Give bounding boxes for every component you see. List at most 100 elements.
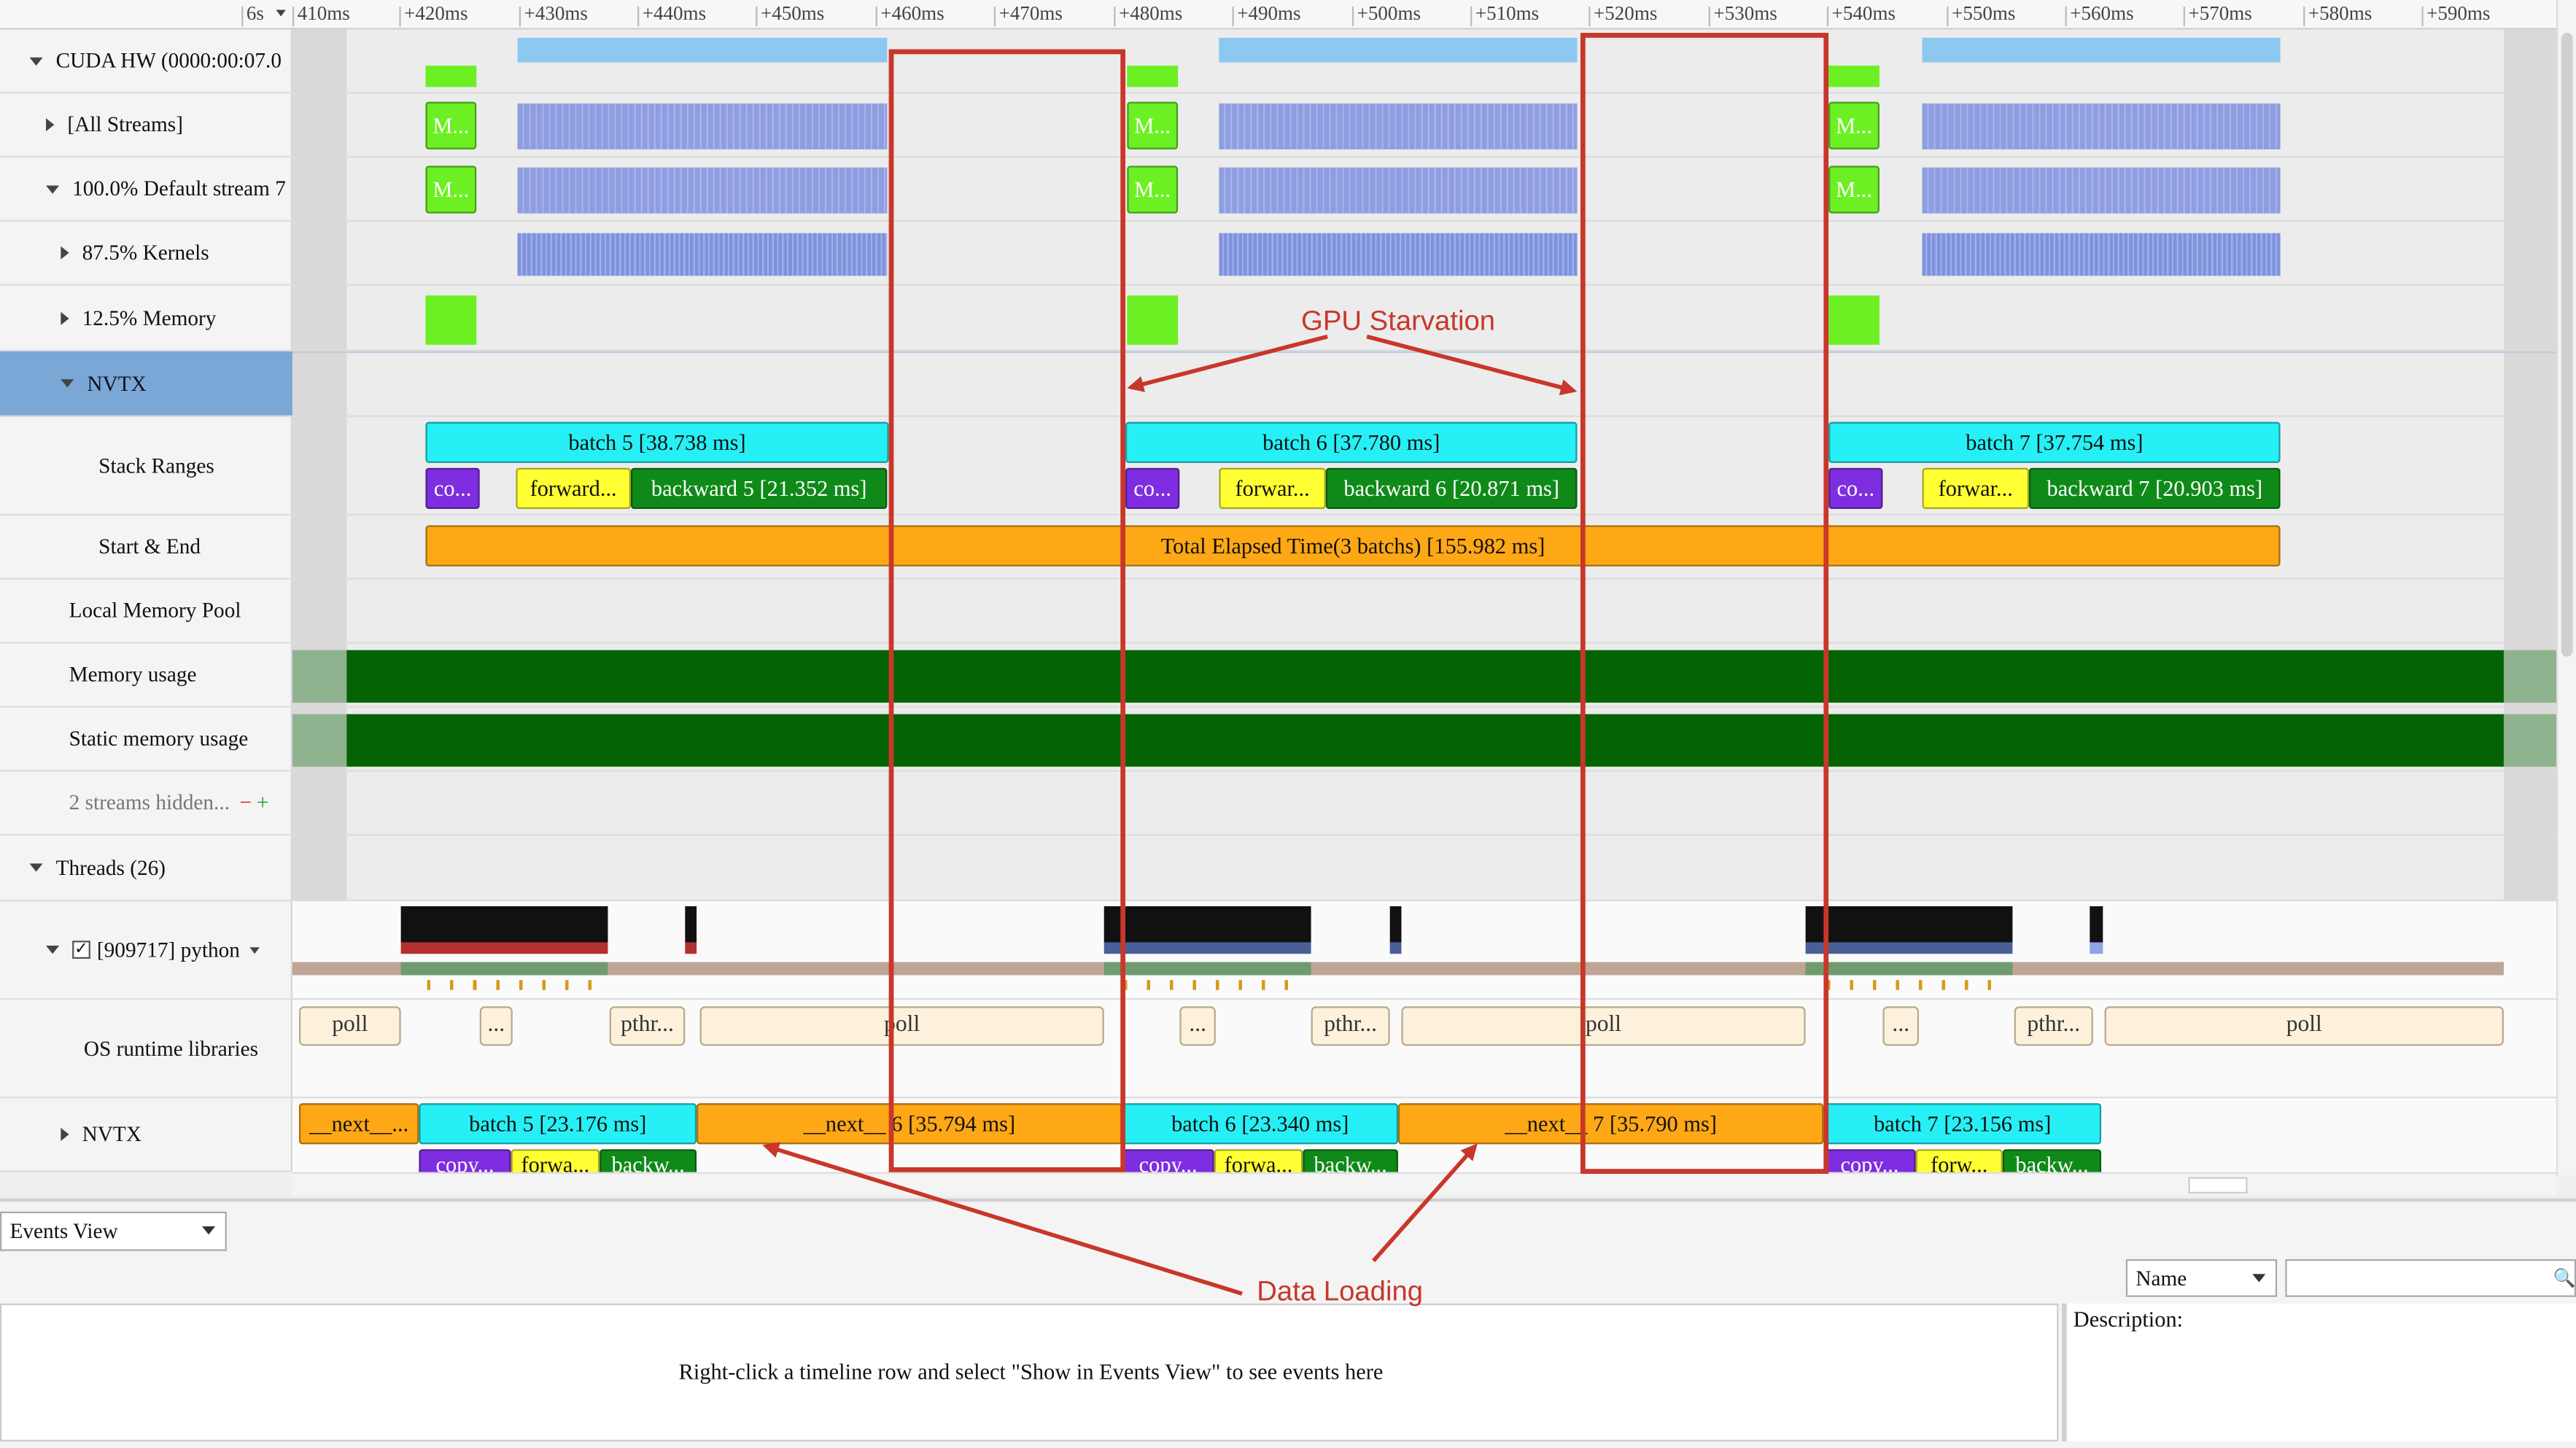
expand-icon[interactable] — [61, 246, 69, 260]
row-streams-hidden[interactable]: 2 streams hidden...−+ — [0, 771, 292, 836]
memcpy-bar[interactable]: M... — [1828, 166, 1879, 214]
nvtx-backward-range[interactable]: backward 7 [20.903 ms] — [2028, 467, 2281, 510]
row-static-memory-usage[interactable]: Static memory usage — [0, 707, 292, 772]
track-python-thread[interactable] — [292, 901, 2557, 1000]
cpu-utilization[interactable] — [400, 906, 608, 943]
os-call-bar[interactable]: pthr... — [2014, 1006, 2093, 1046]
kernels-bar[interactable] — [1922, 233, 2281, 276]
kernels-bar[interactable] — [1922, 167, 2281, 214]
nvtx-backward-range[interactable]: backw... — [1303, 1149, 1398, 1172]
track-local-memory-pool[interactable] — [292, 580, 2557, 644]
time-ruler[interactable]: 6s 410ms +420ms +430ms +440ms +450ms +46… — [0, 0, 2576, 30]
track-default-stream[interactable]: M... M... M... — [292, 157, 2557, 222]
static-memory-fill[interactable] — [346, 714, 2504, 767]
nvtx-copy-range[interactable]: copy... — [1122, 1149, 1214, 1172]
kernels-bar[interactable] — [517, 233, 888, 276]
nvtx-batch-range[interactable]: batch 6 [37.780 ms] — [1125, 421, 1578, 463]
cpu-utilization[interactable] — [1389, 906, 1402, 943]
os-call-bar[interactable]: pthr... — [609, 1006, 686, 1046]
cpu-state[interactable] — [1103, 942, 1311, 954]
thread-checkbox[interactable]: ✓ — [72, 941, 90, 959]
nvtx-batch-range[interactable]: batch 5 [38.738 ms] — [425, 421, 889, 463]
kernels-bar[interactable] — [517, 167, 888, 214]
kernels-bar[interactable] — [1219, 233, 1578, 276]
kernels-bar[interactable] — [1922, 103, 2281, 149]
track-memory-usage[interactable] — [292, 644, 2557, 708]
vertical-scroll-thumb[interactable] — [2561, 33, 2573, 657]
filter-field-select[interactable]: Name — [2125, 1259, 2278, 1297]
nvtx-copy-range[interactable]: co... — [425, 467, 480, 510]
collapse-icon[interactable] — [46, 945, 60, 954]
nvtx-forward-range[interactable]: forward... — [516, 467, 631, 510]
memcpy-activity-bar[interactable] — [1127, 66, 1179, 87]
cpu-utilization[interactable] — [685, 906, 697, 943]
track-start-end[interactable]: Total Elapsed Time(3 batchs) [155.982 ms… — [292, 515, 2557, 580]
row-python-thread[interactable]: ✓[909717] python — [0, 901, 292, 1000]
row-start-end[interactable]: Start & End — [0, 515, 292, 580]
cpu-state[interactable] — [685, 942, 697, 954]
nvtx-forward-range[interactable]: forwar... — [1219, 467, 1326, 510]
nvtx-forward-range[interactable]: forwa... — [511, 1149, 600, 1172]
collapse-icon[interactable] — [46, 184, 60, 193]
nvtx-copy-range[interactable]: co... — [1828, 467, 1883, 510]
memcpy-activity-bar[interactable] — [1828, 66, 1879, 87]
row-os-runtime[interactable]: OS runtime libraries — [0, 1000, 292, 1099]
nvtx-backward-range[interactable]: backward 5 [21.352 ms] — [630, 467, 888, 510]
kernels-bar[interactable] — [1219, 103, 1578, 149]
timeline-canvas[interactable]: M... M... M... M... M... M... — [292, 29, 2557, 1172]
row-threads[interactable]: Threads (26) — [0, 836, 292, 902]
collapse-icon[interactable] — [61, 379, 74, 388]
track-all-streams[interactable]: M... M... M... — [292, 93, 2557, 158]
events-list[interactable]: Right-click a timeline row and select "S… — [0, 1303, 2059, 1441]
track-stack-ranges[interactable]: batch 5 [38.738 ms] co... forward... bac… — [292, 417, 2557, 516]
row-cuda-hw[interactable]: CUDA HW (0000:00:07.0 — [0, 30, 292, 94]
nvtx-forward-range[interactable]: forw... — [1915, 1149, 2003, 1172]
kernels-bar[interactable] — [1219, 167, 1578, 214]
nvtx-copy-range[interactable]: co... — [1125, 467, 1180, 510]
nvtx-next-range[interactable]: __next__... — [298, 1103, 419, 1145]
memory-usage-fill[interactable] — [346, 650, 2504, 703]
track-kernels[interactable] — [292, 222, 2557, 286]
cpu-state[interactable] — [1805, 942, 2013, 954]
memory-bar[interactable] — [425, 295, 477, 345]
thread-dropdown-icon[interactable] — [249, 946, 260, 954]
cpu-utilization[interactable] — [1805, 906, 2013, 943]
row-kernels[interactable]: 87.5% Kernels — [0, 222, 292, 286]
os-call-bar[interactable]: poll — [1401, 1006, 1806, 1046]
os-call-bar[interactable]: poll — [2104, 1006, 2504, 1046]
track-nvtx[interactable] — [292, 351, 2557, 417]
cpu-state[interactable] — [1389, 942, 1402, 954]
ruler-dropdown-icon[interactable] — [276, 9, 286, 17]
nvtx-batch-range[interactable]: batch 7 [23.156 ms] — [1823, 1103, 2102, 1145]
nvtx-backward-range[interactable]: backw... — [2002, 1149, 2102, 1172]
nvtx-batch-range[interactable]: batch 5 [23.176 ms] — [419, 1103, 697, 1145]
nvtx-copy-range[interactable]: copy... — [1823, 1149, 1916, 1172]
ruler-start-label[interactable]: 6s — [241, 1, 264, 27]
kernel-activity-bar[interactable] — [1922, 37, 2281, 63]
memcpy-bar[interactable]: M... — [1127, 166, 1179, 214]
nvtx-next-range[interactable]: __next__ 7 [35.790 ms] — [1397, 1103, 1824, 1145]
track-cuda-hw[interactable] — [292, 30, 2557, 94]
nvtx-forward-range[interactable]: forwa... — [1214, 1149, 1303, 1172]
row-default-stream[interactable]: 100.0% Default stream 7 — [0, 157, 292, 222]
expand-icon[interactable] — [46, 118, 55, 132]
nvtx-batch-range[interactable]: batch 7 [37.754 ms] — [1828, 421, 2281, 463]
row-nvtx[interactable]: NVTX — [0, 351, 292, 417]
row-memory[interactable]: 12.5% Memory — [0, 286, 292, 351]
cpu-utilization[interactable] — [1103, 906, 1311, 943]
total-elapsed-range[interactable]: Total Elapsed Time(3 batchs) [155.982 ms… — [425, 525, 2281, 567]
memcpy-activity-bar[interactable] — [425, 66, 477, 87]
nvtx-backward-range[interactable]: backw... — [600, 1149, 697, 1172]
os-call-bar[interactable]: ... — [1882, 1006, 1920, 1046]
memcpy-bar[interactable]: M... — [425, 166, 477, 214]
horizontal-scrollbar[interactable] — [292, 1172, 2557, 1196]
nvtx-forward-range[interactable]: forwar... — [1922, 467, 2029, 510]
memcpy-bar[interactable]: M... — [1127, 101, 1179, 149]
os-call-bar[interactable]: ... — [479, 1006, 513, 1046]
row-stack-ranges[interactable]: Stack Ranges — [0, 417, 292, 516]
row-nvtx-cpu[interactable]: NVTX — [0, 1098, 292, 1172]
collapse-icon[interactable] — [29, 863, 43, 872]
os-call-bar[interactable]: poll — [298, 1006, 401, 1046]
events-view-select[interactable]: Events View — [0, 1211, 227, 1251]
nvtx-backward-range[interactable]: backward 6 [20.871 ms] — [1325, 467, 1578, 510]
